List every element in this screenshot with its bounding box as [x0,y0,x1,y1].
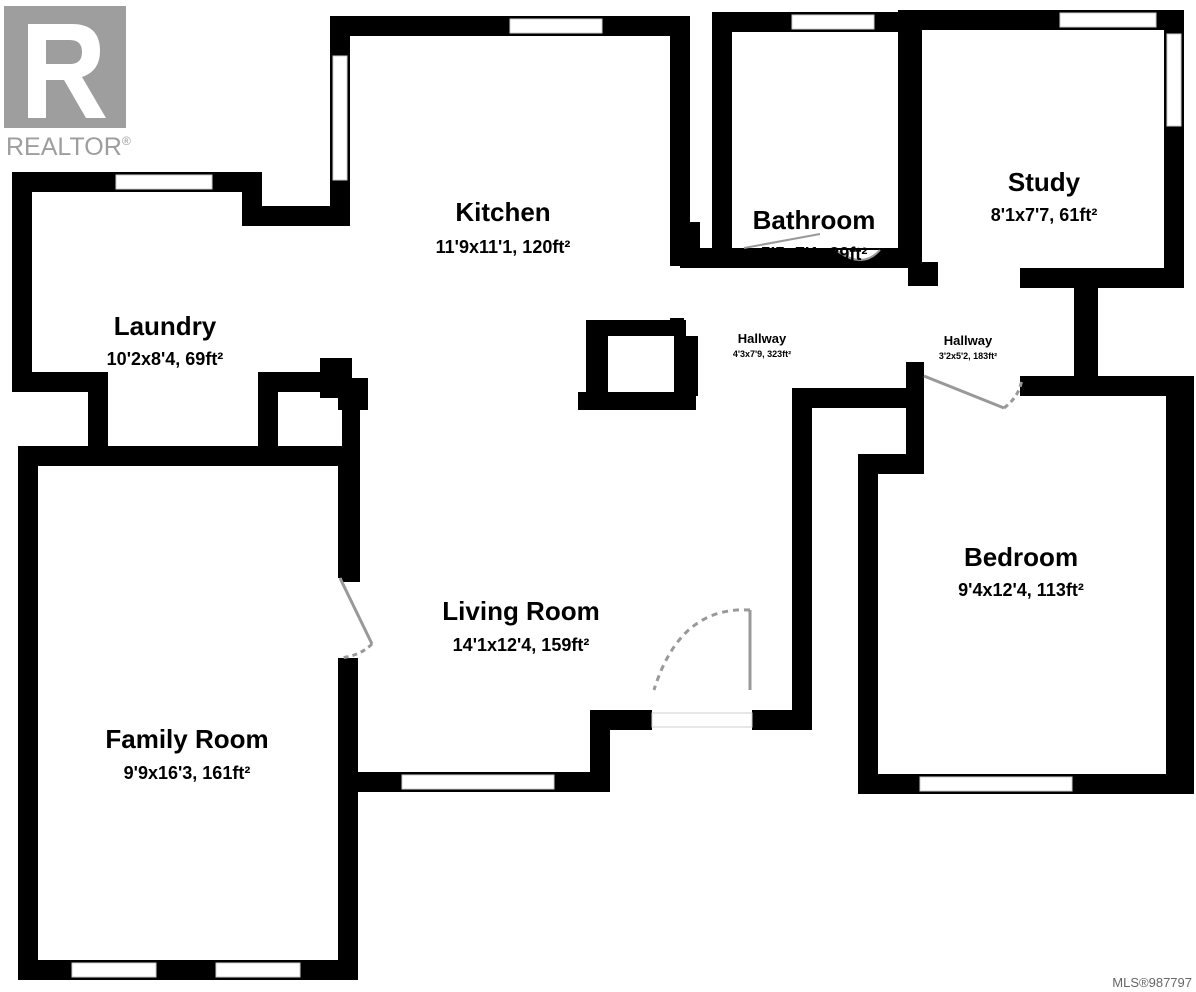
realtor-wordmark: REALTOR [6,133,122,161]
room-name-study: Study [1008,167,1081,197]
room-name-bathroom: Bathroom [753,205,876,235]
room-name-kitchen: Kitchen [455,197,550,227]
doors [338,233,1024,691]
registered-mark: ® [122,134,131,148]
room-dims-bedroom: 9'4x12'4, 113ft² [958,580,1084,600]
room-name-family-room: Family Room [105,724,268,754]
mls-listing-id: MLS®987797 [1112,975,1192,990]
realtor-logo: REALTOR ® [4,6,131,161]
room-dims-hallway-2: 3'2x5'2, 183ft² [939,351,997,361]
room-name-hallway-1: Hallway [738,331,787,346]
room-labels: Kitchen 11'9x11'1, 120ft² Bathroom 5'5x7… [105,167,1097,783]
room-name-laundry: Laundry [114,311,217,341]
room-dims-laundry: 10'2x8'4, 69ft² [107,349,224,369]
room-name-living-room: Living Room [442,596,599,626]
room-dims-kitchen: 11'9x11'1, 120ft² [436,237,571,257]
walls [12,10,1194,980]
windows [71,12,1182,978]
room-name-bedroom: Bedroom [964,542,1078,572]
room-dims-family-room: 9'9x16'3, 161ft² [124,763,251,783]
room-dims-living-room: 14'1x12'4, 159ft² [453,635,590,655]
room-dims-hallway-1: 4'3x7'9, 323ft² [733,349,791,359]
room-dims-study: 8'1x7'7, 61ft² [991,205,1098,225]
room-name-hallway-2: Hallway [944,333,993,348]
room-dims-bathroom: 5'5x7'1, 39ft² [761,244,868,264]
